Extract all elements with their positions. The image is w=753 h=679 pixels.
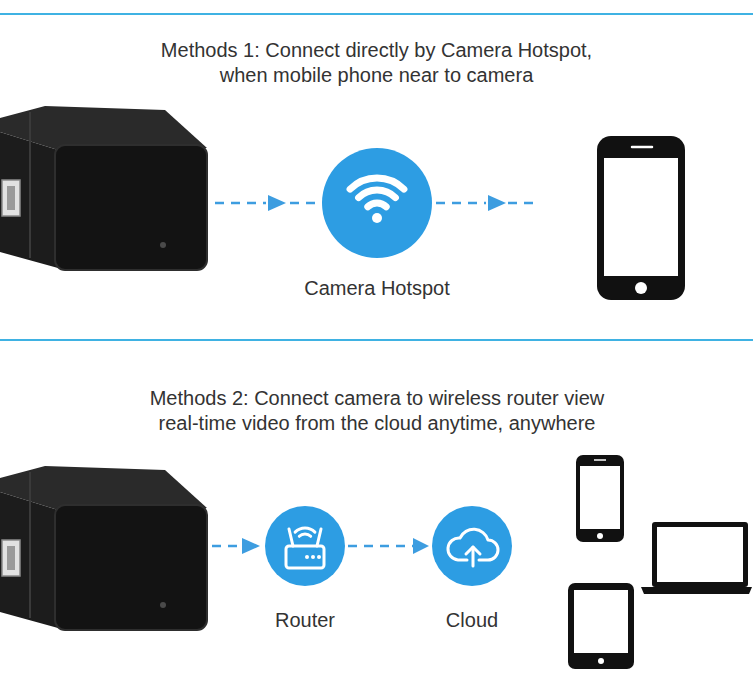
phone [597,136,685,300]
wifi-icon [322,148,432,258]
icon-circle: Camera Hotspot [322,148,432,258]
node-label: Camera Hotspot [304,276,450,300]
laptop [641,522,752,594]
camera-charger [0,466,207,630]
method-heading: Methods 1: Connect directly by Camera Ho… [149,38,604,88]
tablet [568,583,634,669]
node-label: Cloud [446,608,498,632]
node-label: Router [275,608,335,632]
router-icon [265,506,345,586]
camera-charger [0,106,207,270]
cloud-icon [432,506,512,586]
icon-circle: Router [265,506,345,586]
icon-circle: Cloud [432,506,512,586]
dashed-arrow [348,538,429,554]
method-heading: Methods 2: Connect camera to wireless ro… [137,386,617,436]
separator-lines [0,14,753,340]
phone [576,455,624,542]
